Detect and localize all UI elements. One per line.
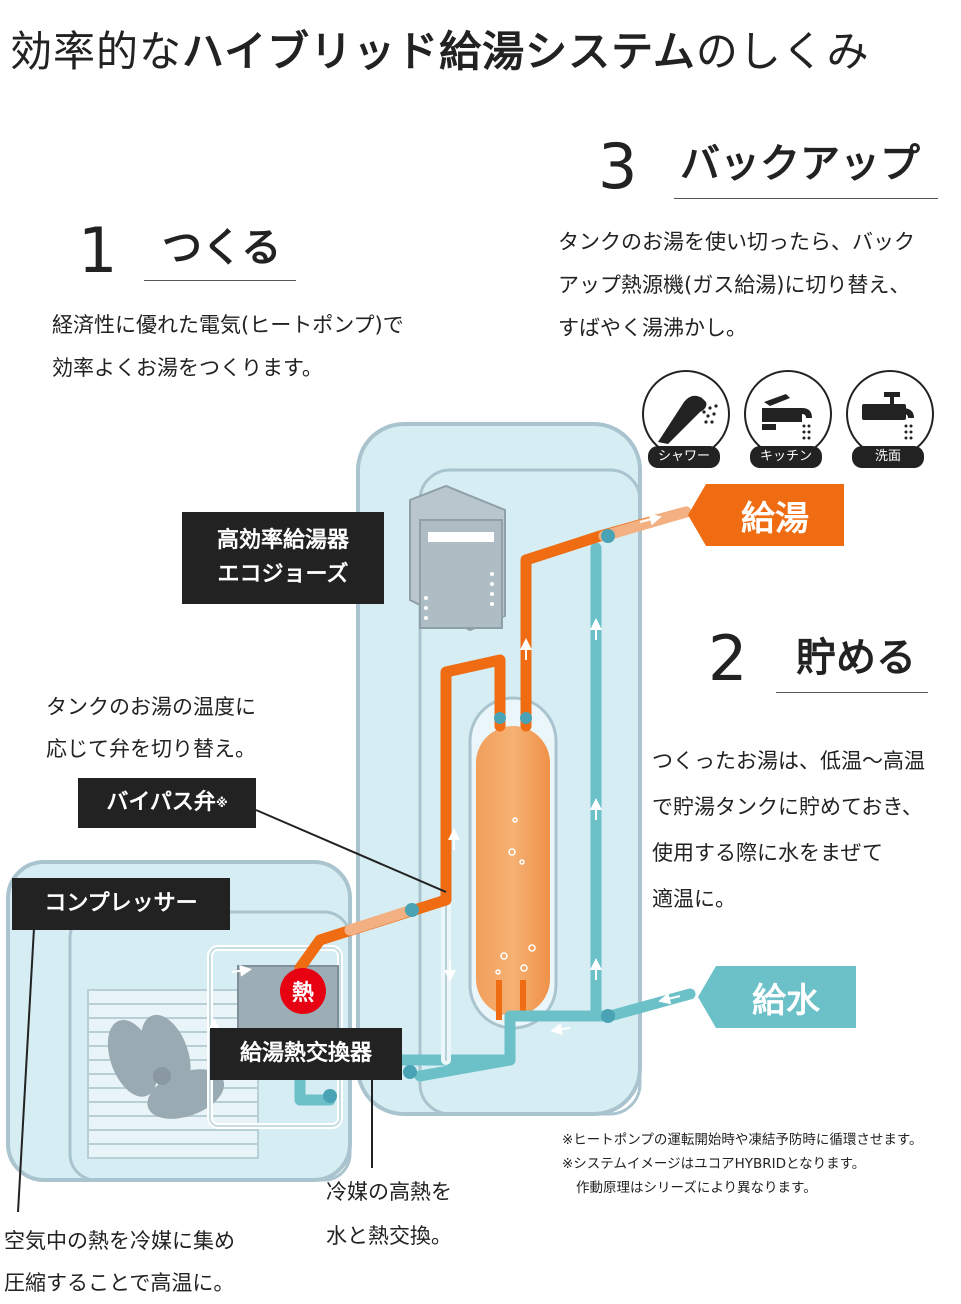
exchanger-caption: 冷媒の高熱を 水と熱交換。 (326, 1170, 452, 1258)
heat-badge: 熱 (280, 968, 326, 1014)
step-1-line: 経済性に優れた電気(ヒートポンプ)で (52, 313, 404, 337)
step-1-number: 1 (78, 214, 118, 287)
usage-kitchen (744, 370, 832, 458)
usage-shower-label: シャワー (648, 446, 720, 468)
step-3-heading: バックアップ (680, 141, 920, 187)
ecojozu-label-line1: 高効率給湯器 (216, 528, 349, 553)
bypass-caption-line: 応じて弁を切り替え。 (46, 737, 256, 761)
step-3-line: アップ熱源機(ガス給湯)に切り替え、 (558, 273, 911, 297)
step-1-rule (144, 280, 296, 281)
step-2-line: 使用する際に水をまぜて (652, 841, 883, 865)
usage-shower (642, 370, 730, 458)
step-2-number: 2 (708, 622, 748, 695)
water-supply-label: 給水 (752, 980, 820, 1021)
bypass-caption-line: タンクのお湯の温度に (46, 695, 256, 719)
footnote: 作動原理はシリーズにより異なります。 (576, 1180, 817, 1196)
hot-supply-flag (688, 484, 844, 546)
step-2-line: つくったお湯は、低温〜高温 (652, 749, 925, 773)
bypass-valve-text: バイパス弁 (106, 790, 216, 815)
bypass-valve-mark: ※ (215, 796, 228, 810)
shower-icon (658, 395, 718, 444)
step-2-line: で貯湯タンクに貯めておき、 (652, 795, 923, 819)
usage-kitchen-label: キッチン (750, 446, 822, 468)
step-1-heading: つくる (162, 225, 282, 271)
pipe-joints (323, 529, 615, 1103)
compressor-caption-line: 圧縮することで高温に。 (4, 1271, 235, 1295)
usage-washbasin-label: 洗面 (852, 446, 924, 468)
callout-lines (17, 809, 447, 1213)
step-3-rule (674, 198, 938, 199)
footnote: ※システムイメージはユコアHYBRIDとなります。 (562, 1156, 866, 1172)
usage-washbasin (846, 370, 934, 458)
tank-bubbles (495, 817, 536, 975)
step-3-line: タンクのお湯を使い切ったら、バック (558, 230, 915, 254)
step-2-heading: 貯める (796, 635, 916, 681)
page-title: 効率的なハイブリッド給湯システムのしくみ (10, 18, 870, 79)
kitchen-faucet-icon (762, 394, 812, 440)
step-1-description: 経済性に優れた電気(ヒートポンプ)で 効率よくお湯をつくります。 (52, 304, 404, 390)
title-bold: ハイブリッド給湯システム (182, 27, 696, 76)
step-3-line: すばやく湯沸かし。 (558, 316, 747, 340)
heat-exchanger-label: 給湯熱交換器 (210, 1028, 402, 1080)
step-2-rule (776, 692, 928, 693)
washbasin-faucet-icon (862, 392, 914, 440)
step-2-description: つくったお湯は、低温〜高温 で貯湯タンクに貯めておき、 使用する際に水をまぜて … (652, 738, 925, 922)
bypass-valve-label: バイパス弁※ (78, 778, 256, 828)
step-2-line: 適温に。 (652, 887, 736, 911)
fan-icon (107, 1014, 225, 1119)
exchanger-caption-line: 水と熱交換。 (326, 1224, 452, 1248)
compressor-caption-line: 空気中の熱を冷媒に集め (4, 1229, 235, 1253)
exchanger-caption-line: 冷媒の高熱を (326, 1180, 452, 1204)
bypass-caption: タンクのお湯の温度に 応じて弁を切り替え。 (46, 686, 256, 770)
compressor-caption: 空気中の熱を冷媒に集め 圧縮することで高温に。 (4, 1220, 235, 1304)
step-1-line: 効率よくお湯をつくります。 (52, 356, 323, 380)
footnote: ※ヒートポンプの運転開始時や凍結予防時に循環させます。 (562, 1132, 923, 1148)
water-supply-flag (698, 966, 856, 1028)
ecojozu-label-line2: エコジョーズ (217, 562, 349, 587)
step-3-description: タンクのお湯を使い切ったら、バック アップ熱源機(ガス給湯)に切り替え、 すばや… (558, 221, 915, 350)
step-3-number: 3 (598, 130, 638, 203)
footnotes: ※ヒートポンプの運転開始時や凍結予防時に循環させます。 ※システムイメージはユコ… (562, 1128, 923, 1200)
ecojozu-label: 高効率給湯器 エコジョーズ (182, 512, 384, 604)
compressor-label: コンプレッサー (12, 878, 230, 930)
backup-heater-box (409, 484, 506, 632)
title-prefix: 効率的な (10, 27, 183, 76)
hot-supply-label: 給湯 (741, 498, 809, 539)
title-suffix: のしくみ (695, 27, 870, 76)
tank-unit (356, 422, 642, 1116)
